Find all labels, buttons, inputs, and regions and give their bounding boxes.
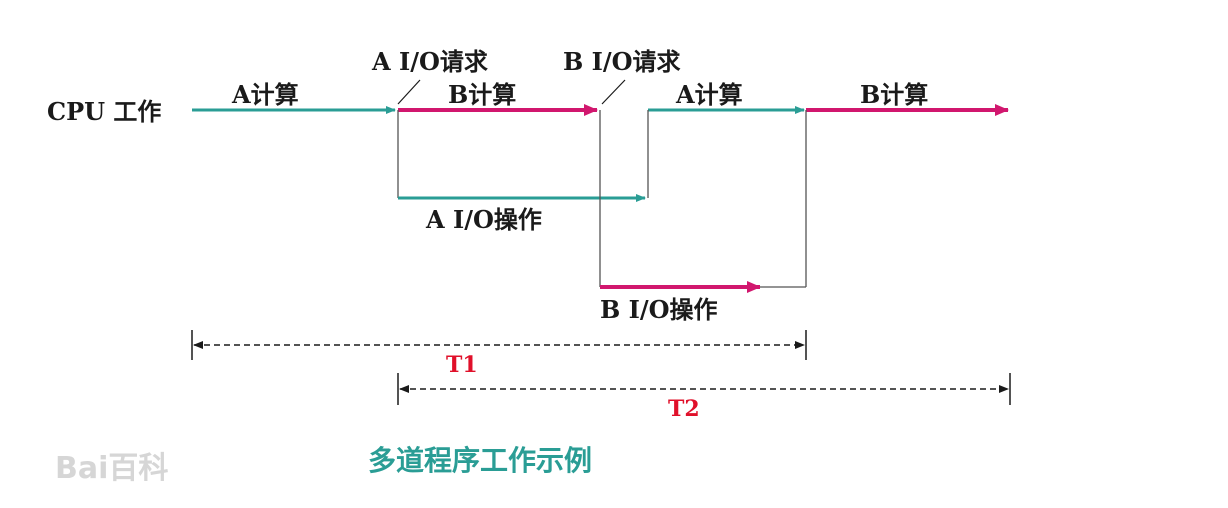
b-compute-2-label: B计算 xyxy=(860,80,928,109)
diagram-caption: 多道程序工作示例 xyxy=(368,444,592,477)
b-io-request-slash xyxy=(601,79,626,105)
t2-label: T2 xyxy=(668,396,700,422)
a-io-operation-label: A I/O操作 xyxy=(425,205,542,234)
a-compute-1-label: A计算 xyxy=(231,80,299,109)
b-compute-1-label: B计算 xyxy=(448,80,516,109)
watermark-logo: Bai百科 xyxy=(55,451,168,486)
a-compute-2-label: A计算 xyxy=(675,80,743,109)
a-io-request-slash xyxy=(397,79,421,105)
cpu-work-label: CPU 工作 xyxy=(47,97,161,126)
t1-label: T1 xyxy=(446,352,478,378)
b-io-operation-label: B I/O操作 xyxy=(600,295,718,324)
b-io-request-label: B I/O请求 xyxy=(563,47,681,76)
a-io-request-label: A I/O请求 xyxy=(371,47,488,76)
